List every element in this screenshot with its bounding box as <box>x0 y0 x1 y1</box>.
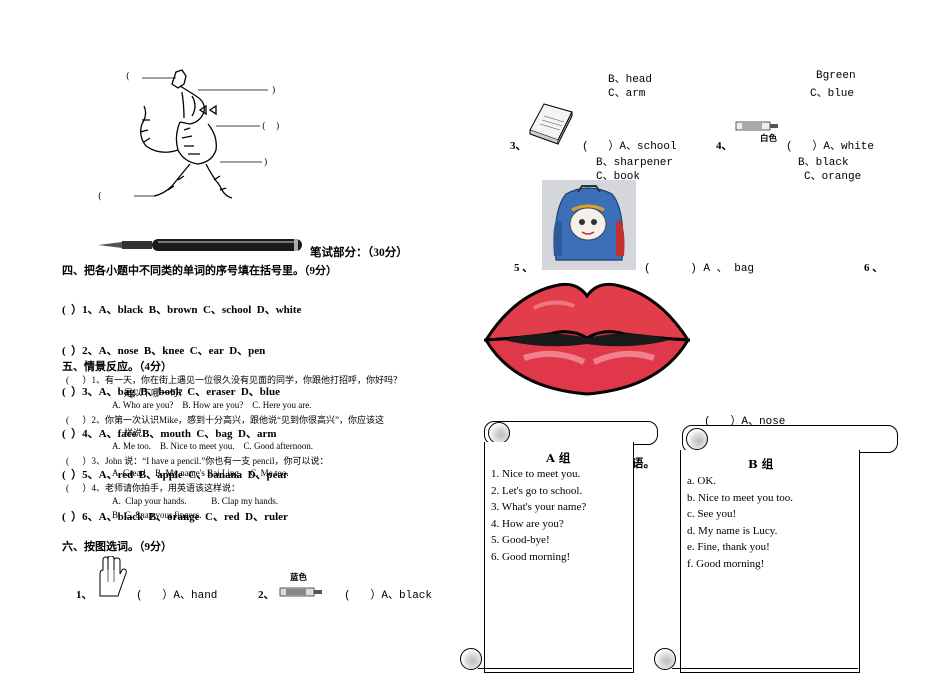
diagram-paren-2[interactable]: ) <box>272 86 276 96</box>
group-b-item-f[interactable]: f. Good morning! <box>687 557 765 570</box>
section4-item-5[interactable]: ( ）5、A、red B、apple C、banana D、pear <box>62 469 288 482</box>
section6-item1-number: 1、 <box>76 589 93 601</box>
white-paint-tube-icon <box>734 118 780 132</box>
group-b-item-a[interactable]: a. OK. <box>687 475 717 487</box>
section5-q3-options: A. Great! B. My name's Bai Ling. C. Me t… <box>112 468 289 478</box>
right-item4-c: C、orange <box>804 171 862 183</box>
book-image <box>526 100 576 146</box>
right-top-green: Bgreen <box>816 70 856 82</box>
section6-item2-number: 2、 <box>258 589 275 601</box>
right-item3-b: B、sharpener <box>596 157 674 169</box>
section4-item-2[interactable]: ( ）2、A、nose B、knee C、ear D、pen <box>62 344 266 357</box>
section5-q3[interactable]: ( ）3、John 说：“I have a pencil.”你也有一支 penc… <box>66 456 329 466</box>
group-b-title: B 组 <box>748 457 774 471</box>
diagram-paren-3[interactable]: ) <box>276 122 280 132</box>
right-item5-number: 5 、 <box>514 262 534 274</box>
section5-q2-cont: 样说： <box>124 428 152 438</box>
section4-item-4[interactable]: ( ）4、A、face B、mouth C、bag D、arm <box>62 427 277 440</box>
group-b-item-d[interactable]: d. My name is Lucy. <box>687 524 778 537</box>
right-item4-a[interactable]: ( ）A、white <box>786 141 875 153</box>
group-a-item-4[interactable]: 4. How are you? <box>491 517 564 530</box>
diagram-paren-4[interactable]: ( <box>262 122 266 132</box>
group-a-item-6[interactable]: 6. Good morning! <box>491 550 571 563</box>
group-a-item-2[interactable]: 2. Let's go to school. <box>491 484 583 497</box>
section4-item-3[interactable]: ( ）3、A、bag B、book C、eraser D、blue <box>62 386 280 399</box>
right-item3-a[interactable]: ( ）A、school <box>582 141 677 153</box>
group-a-title: A 组 <box>546 451 571 465</box>
right-top-head: B、head <box>608 74 653 86</box>
tiger-diagram <box>120 66 290 206</box>
section5-q4-options-1: A. Clap your hands. B. Clap my hands. <box>112 496 278 506</box>
diagram-paren-6[interactable]: ( <box>98 192 102 202</box>
group-b-item-c[interactable]: c. See you! <box>687 508 737 520</box>
section6-item1[interactable]: ( ）A、hand <box>136 590 218 602</box>
group-a-item-5[interactable]: 5. Good-bye! <box>491 534 550 546</box>
fountain-pen-image <box>98 236 306 254</box>
section5-q2-options: A. Me too. B. Nice to meet you. C. Good … <box>112 441 313 451</box>
section5-q1-cont: 是以下哪一句？ <box>124 388 188 398</box>
right-item4-b: B、black <box>798 157 849 169</box>
group-a-item-3[interactable]: 3. What's your name? <box>491 501 587 513</box>
diagram-paren-5[interactable]: ) <box>264 158 268 168</box>
hand-image <box>94 555 128 598</box>
blue-paint-tube-icon <box>278 584 324 598</box>
section4-item-6[interactable]: ( ）6、A、black B、orange C、red D、ruler <box>62 510 288 523</box>
section4-title: 四、把各小题中不同类的单词的序号填在括号里。（9分） <box>62 265 337 277</box>
white-color-label: 白色 <box>760 134 778 144</box>
backpack-image <box>542 180 636 270</box>
lips-image <box>483 278 691 396</box>
group-b-item-b[interactable]: b. Nice to meet you too. <box>687 491 794 504</box>
group-b-item-e[interactable]: e. Fine, thank you! <box>687 541 770 553</box>
written-part-title: 笔试部分：（30分） <box>310 247 408 259</box>
section5-q1-options: A. Who are you? B. How are you? C. Here … <box>112 400 312 410</box>
right-top-arm: C、arm <box>608 88 646 100</box>
blue-color-label: 蓝色 <box>290 573 308 583</box>
section5-title: 五、情景反应。（4分） <box>62 361 172 373</box>
tiger-figure <box>134 69 268 199</box>
section4-list: ( ）1、A、black B、brown C、school D、white ( … <box>62 276 301 538</box>
group-b-list: a. OK. b. Nice to meet you too. c. See y… <box>687 473 793 572</box>
group-a-list: 1. Nice to meet you. 2. Let's go to scho… <box>491 466 586 565</box>
diagram-paren-1[interactable]: ( <box>126 72 130 82</box>
section5-q1[interactable]: ( ）1、有一天，你在街上遇见一位很久没有见面的同学，你跟他打招呼，你好吗？ <box>66 375 402 385</box>
right-item6-number: 6 、 <box>864 262 884 274</box>
section6-title: 六、按图选词。（9分） <box>62 541 172 553</box>
group-a-item-1[interactable]: 1. Nice to meet you. <box>491 468 581 480</box>
right-item5-a[interactable]: ( ) A 、 bag <box>644 263 755 275</box>
section5-q4-options-2: B. C. Snap your fingers. <box>112 510 202 520</box>
section6-item2[interactable]: ( ）A、black <box>344 590 433 602</box>
right-item3-number: 3、 <box>510 140 527 152</box>
section5-q4[interactable]: ( ）4、老师请你拍手，用英语该这样说： <box>66 483 240 493</box>
section4-item-1[interactable]: ( ）1、A、black B、brown C、school D、white <box>62 303 302 316</box>
right-top-blue: C、blue <box>810 88 855 100</box>
right-item4-number: 4、 <box>716 140 733 152</box>
section5-q2[interactable]: ( ）2、你第一次认识Mike，感到十分高兴，跟他说“见到你很高兴”，你应该这 <box>66 415 384 425</box>
right-yu-text: 语。 <box>632 458 655 470</box>
